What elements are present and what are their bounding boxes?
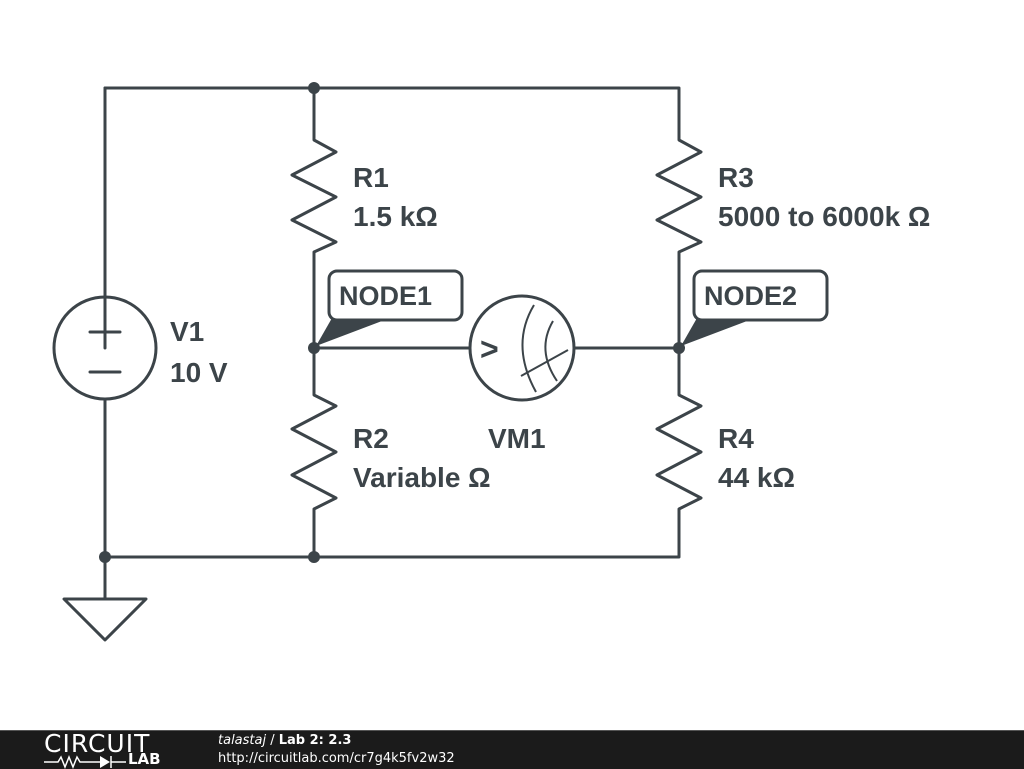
footer-title-line: talastaj / Lab 2: 2.3: [218, 732, 351, 749]
logo-text-lab: LAB: [128, 750, 161, 768]
voltmeter-symbol: >: [480, 331, 499, 367]
voltmeter-arc-icon: [521, 304, 537, 393]
logo-text-circuit: CIRCUIT: [44, 729, 151, 758]
circuit-schematic: > NODE1 NODE2 R1 1.5 kΩ R3 5000 to 6000k…: [52, 82, 930, 642]
resistor-r1[interactable]: [290, 128, 338, 264]
vm1-name: VM1: [488, 423, 546, 454]
svg-text:NODE2: NODE2: [704, 281, 797, 311]
r4-name: R4: [718, 423, 754, 454]
svg-text:NODE1: NODE1: [339, 281, 432, 311]
circuit-url[interactable]: http://circuitlab.com/cr7g4k5fv2w32: [218, 751, 455, 766]
voltmeter-vm1[interactable]: >: [468, 294, 576, 402]
wire-bottom: [103, 508, 681, 559]
plus-icon: [88, 315, 122, 348]
circuit-title[interactable]: Lab 2: 2.3: [278, 733, 352, 748]
resistor-r4[interactable]: [655, 383, 703, 520]
footer-bar: CIRCUIT LAB talastaj / Lab 2: 2.3 http:/…: [0, 730, 1024, 769]
resistor-r2[interactable]: [290, 383, 338, 520]
logo-resistor-diode-icon: [44, 754, 126, 769]
junction-dot: [308, 551, 320, 563]
r1-value: 1.5 kΩ: [353, 201, 438, 232]
node-label-node1[interactable]: NODE1: [316, 269, 464, 346]
node-label-node2[interactable]: NODE2: [681, 269, 829, 346]
r2-value: Variable Ω: [353, 462, 491, 493]
v1-value: 10 V: [170, 357, 228, 388]
resistor-r3[interactable]: [655, 128, 703, 264]
author-link[interactable]: talastaj: [218, 733, 267, 748]
ground-icon: [62, 555, 148, 642]
voltage-source-v1[interactable]: [52, 295, 158, 401]
junction-dot: [308, 82, 320, 94]
r3-name: R3: [718, 162, 754, 193]
r2-name: R2: [353, 423, 389, 454]
r1-name: R1: [353, 162, 389, 193]
voltmeter-needle: [520, 349, 569, 377]
v1-name: V1: [170, 316, 204, 347]
title-separator: /: [266, 733, 279, 748]
voltmeter-arc-icon-2: [544, 320, 558, 382]
r3-value: 5000 to 6000k Ω: [718, 201, 930, 232]
r4-value: 44 kΩ: [718, 462, 795, 493]
